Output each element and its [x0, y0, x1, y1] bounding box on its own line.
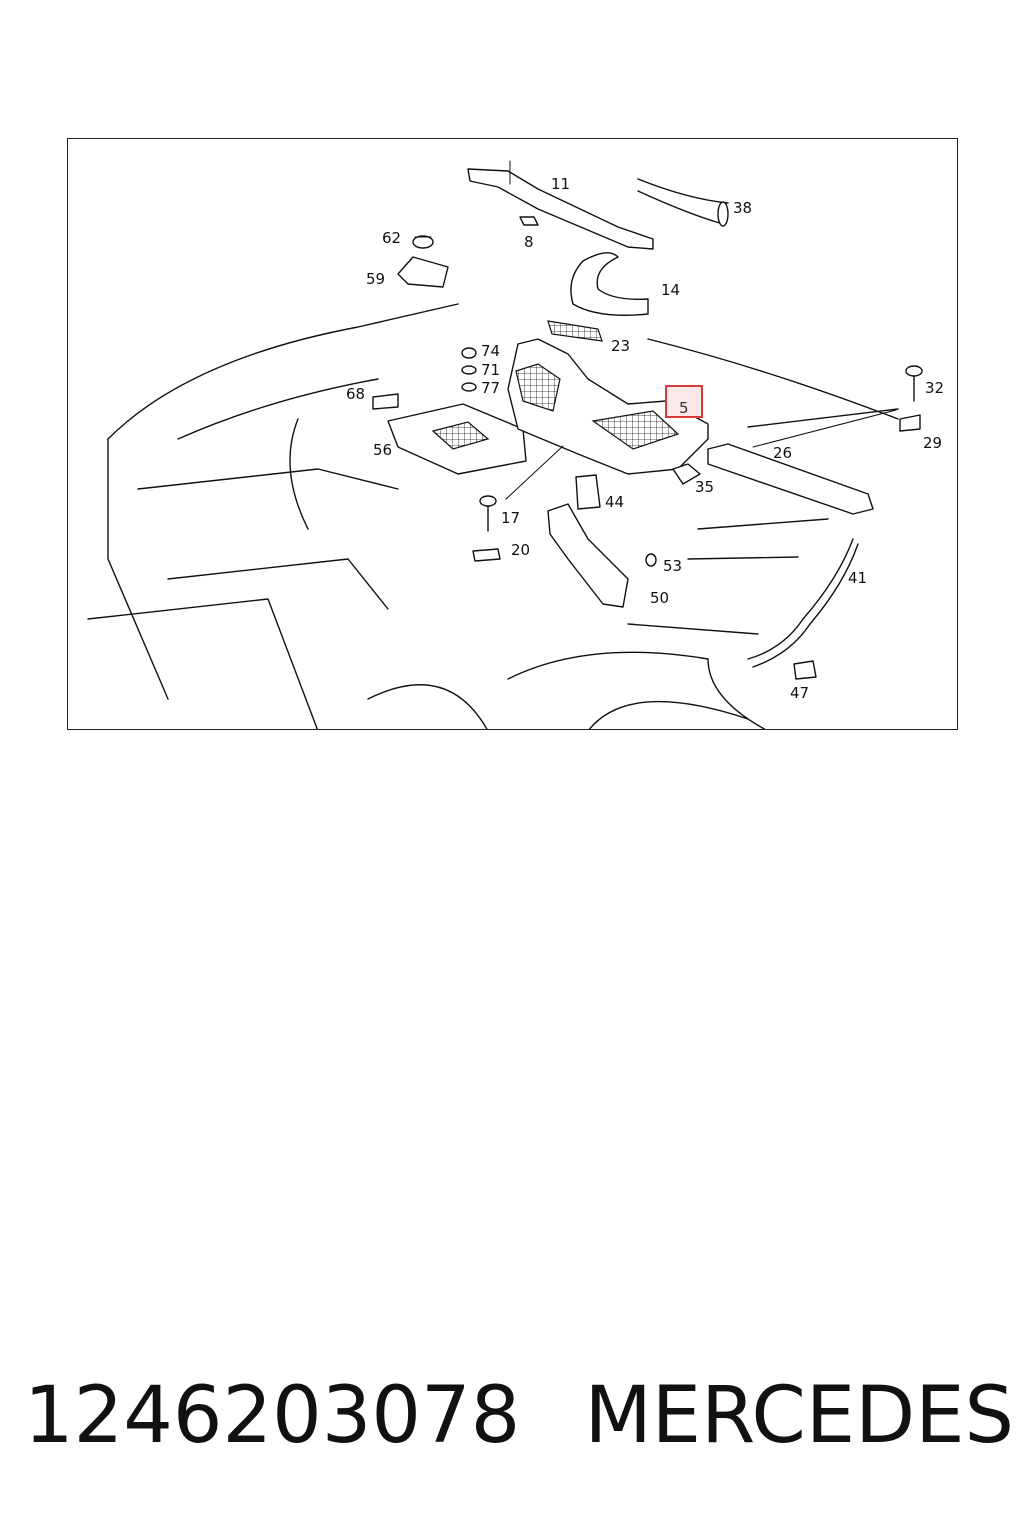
brand-name: MERCEDES [584, 1371, 1015, 1461]
part-62-nut [412, 235, 434, 249]
part-47-clip [793, 660, 817, 680]
label-part-35: 35 [695, 478, 714, 496]
part-17-screw [479, 495, 497, 532]
label-part-23: 23 [611, 337, 630, 355]
part-8-clip [519, 216, 539, 226]
label-part-8: 8 [524, 233, 534, 251]
part-38-seal [637, 178, 729, 227]
label-part-74: 74 [481, 342, 500, 360]
highlight-box-part-5[interactable] [665, 385, 703, 418]
label-part-32: 32 [925, 379, 944, 397]
part-41-hose [747, 538, 854, 660]
label-part-11: 11 [551, 175, 570, 193]
part-20-clip [472, 548, 501, 562]
part-32-screw [905, 365, 923, 402]
label-part-59: 59 [366, 270, 385, 288]
label-part-68: 68 [346, 385, 365, 403]
label-part-41: 41 [848, 569, 867, 587]
parts-diagram-frame: 11 38 8 62 59 14 23 74 71 77 68 5 32 29 … [67, 138, 958, 730]
part-53-grommet [645, 553, 657, 567]
part-29-clip [899, 414, 921, 432]
label-part-62: 62 [382, 229, 401, 247]
label-part-77: 77 [481, 379, 500, 397]
leader-17 [505, 445, 564, 500]
part-11-seal-strip [467, 160, 654, 250]
label-part-17: 17 [501, 509, 520, 527]
part-26-seal-strip [707, 443, 874, 515]
part-number: 1246203078 [24, 1371, 521, 1461]
part-50-duct [547, 503, 629, 608]
label-part-47: 47 [790, 684, 809, 702]
part-14-curved-duct [570, 252, 649, 316]
vehicle-body-outline [87, 303, 899, 729]
label-part-26: 26 [773, 444, 792, 462]
label-part-14: 14 [661, 281, 680, 299]
label-part-50: 50 [650, 589, 669, 607]
caption-bar: 1246203078 MERCEDES [24, 1368, 1014, 1464]
parts-diagram: 11 38 8 62 59 14 23 74 71 77 68 5 32 29 … [87, 160, 944, 729]
label-part-53: 53 [663, 557, 682, 575]
part-74-71-77-fasteners [461, 347, 477, 392]
label-part-56: 56 [373, 441, 392, 459]
label-part-71: 71 [481, 361, 500, 379]
label-part-29: 29 [923, 434, 942, 452]
label-part-20: 20 [511, 541, 530, 559]
label-part-44: 44 [605, 493, 624, 511]
leader-26 [752, 409, 897, 448]
part-23-strip [547, 320, 603, 342]
part-44-block [575, 474, 601, 510]
part-5-cowl-panel [507, 338, 709, 475]
part-68-clip [372, 393, 399, 410]
part-35-bracket [672, 463, 701, 485]
part-59-bracket [397, 256, 449, 288]
label-part-5: 5 [679, 399, 689, 417]
label-part-38: 38 [733, 199, 752, 217]
